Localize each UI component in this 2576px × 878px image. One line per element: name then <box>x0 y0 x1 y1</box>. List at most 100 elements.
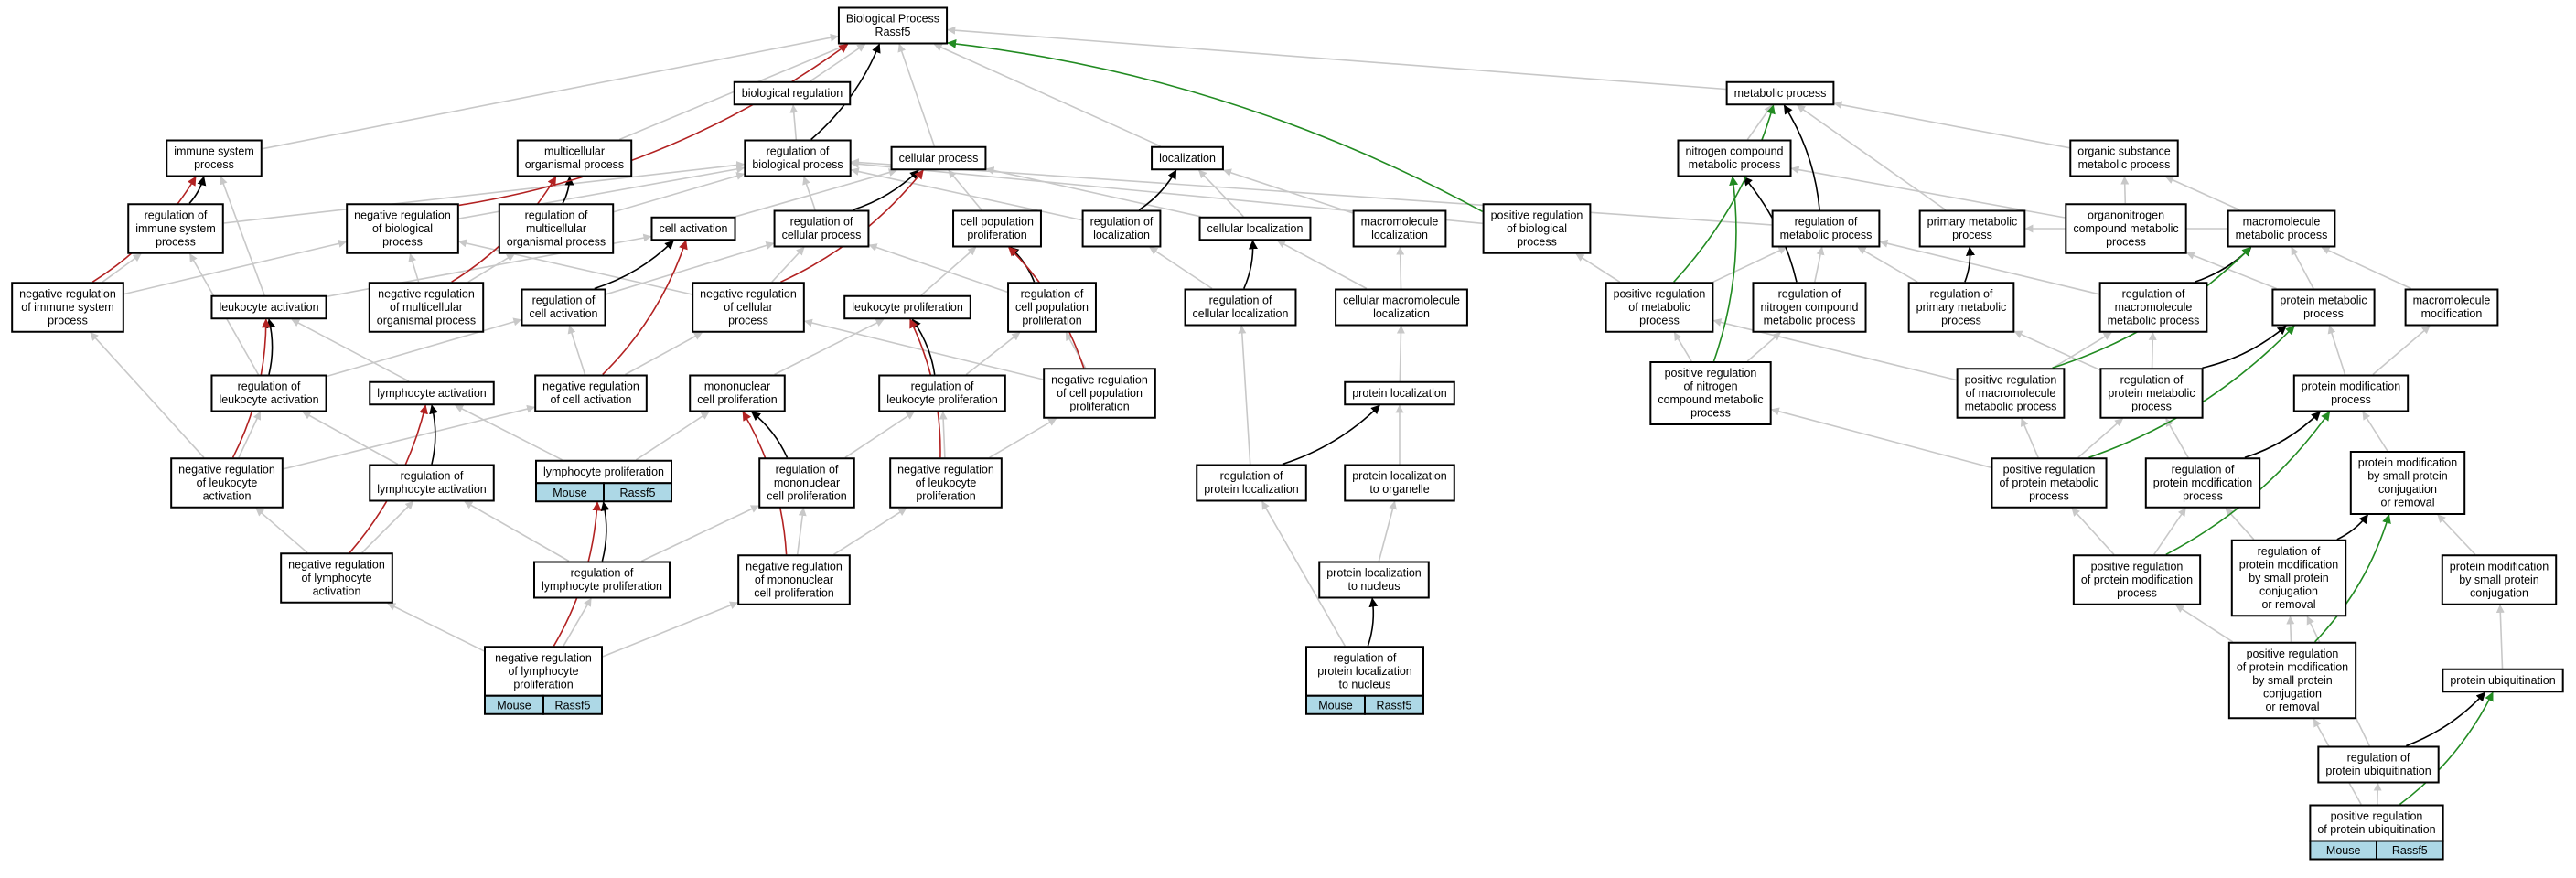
go-term-node[interactable]: leukocyte proliferation <box>843 294 971 320</box>
node-label-line: cellular process <box>782 229 862 241</box>
node-label-line: regulation of <box>1795 216 1858 229</box>
node-label-line: process <box>1952 229 1992 241</box>
node-label-line: regulation of <box>2120 373 2184 386</box>
edge-is-a <box>1833 101 2070 149</box>
edge-is-a <box>563 597 592 647</box>
node-label-line: metabolic process <box>2078 158 2171 171</box>
go-term-node[interactable]: biological regulation <box>733 80 852 106</box>
node-label-line: process <box>728 314 768 327</box>
node-box <box>521 288 606 327</box>
node-label-line: of multicellular <box>390 301 463 314</box>
node-label-line: cell activation <box>529 307 597 320</box>
node-label-line: leukocyte activation <box>219 393 318 406</box>
edge-is-a <box>455 404 563 461</box>
go-term-node[interactable]: cellular localization <box>1198 216 1312 241</box>
go-term-node[interactable]: cellular process <box>890 145 987 171</box>
node-label-line: nitrogen compound <box>1760 301 1858 314</box>
node-label-line: of protein modification <box>2081 573 2193 586</box>
go-term-node[interactable]: metabolic process <box>1725 80 1835 106</box>
node-box <box>368 282 485 333</box>
go-term-node[interactable]: protein ubiquitination <box>2442 668 2564 693</box>
node-label-line: leukocyte activation <box>219 301 318 314</box>
go-term-node[interactable]: localization <box>1151 145 1224 171</box>
go-term-node[interactable]: leukocyte activation <box>210 294 327 320</box>
node-label-line: of protein ubiquitination <box>2317 823 2435 836</box>
node-label-line: of leukocyte <box>916 476 977 489</box>
go-term-node[interactable]: protein localization <box>1344 380 1455 406</box>
node-box <box>878 374 1006 412</box>
node-label-line: proliferation <box>513 678 573 691</box>
go-term-node[interactable]: cell activation <box>650 216 736 241</box>
node-box <box>890 145 987 171</box>
edge-regulates <box>911 318 936 375</box>
go-term-node[interactable]: lymphocyte activation <box>369 380 495 406</box>
edge-regulates <box>266 318 275 375</box>
node-label-line: mononuclear <box>774 476 840 489</box>
edge-is-a <box>947 26 1726 91</box>
